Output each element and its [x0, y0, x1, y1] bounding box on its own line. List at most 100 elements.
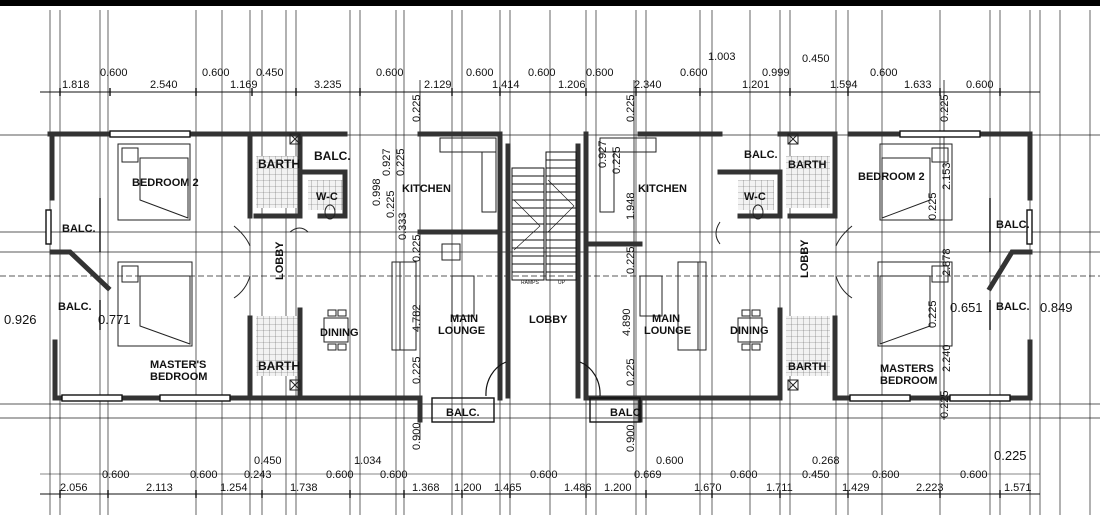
dim-bottom-row2: 0.243 [244, 469, 272, 481]
bed-master-right [877, 261, 953, 347]
dim-bottom-row1: 0.268 [812, 455, 840, 467]
dim-bottom-row3: 2.223 [916, 482, 944, 494]
dim-vertical: 0.998 [371, 178, 383, 206]
dim-bottom-row3: 1.486 [564, 482, 592, 494]
room-label-wc-right: W-C [744, 191, 766, 203]
dim-bottom-row3: 1.711 [766, 482, 793, 494]
dim-bottom-row3: 1.738 [290, 482, 318, 494]
tiled-areas [256, 156, 830, 376]
dim-bottom-row2: 0.600 [380, 469, 408, 481]
dim-bottom-row3: 1.200 [604, 482, 632, 494]
room-label-masters-left-line2: BEDROOM [150, 371, 207, 383]
dim-vertical: 0.900 [411, 422, 423, 450]
dim-vertical: 0.225 [927, 300, 939, 328]
room-label-kitchen-left: KITCHEN [402, 183, 451, 195]
dimensions-vertical: 0.225 0.927 0.225 0.998 0.225 0.333 0.22… [371, 94, 953, 452]
dim-top-row2: 0.600 [202, 67, 230, 79]
dim-side-left-inner: 0.771 [98, 312, 131, 327]
dim-bottom-row2: 0.669 [634, 469, 662, 481]
dim-bottom-row3: 1.254 [220, 482, 248, 494]
dim-bottom-row3: 2.056 [60, 482, 88, 494]
dim-bottom-row3: 1.368 [412, 482, 440, 494]
dim-top-row3: 1.818 [62, 79, 90, 91]
dim-vertical: 0.225 [939, 94, 951, 122]
dim-bottom-row2: 0.600 [872, 469, 900, 481]
room-label-masters-right-line1: MASTERS [880, 363, 934, 375]
room-label-lobby-center: LOBBY [529, 314, 568, 326]
dim-side-left: 0.926 [4, 312, 37, 327]
stair-note-ramps: RAMPS [521, 280, 539, 286]
barth-tiles-top-right [786, 156, 830, 208]
dim-vertical: 0.225 [625, 246, 637, 274]
dim-bottom-row2: 0.450 [802, 469, 830, 481]
dim-vertical: 0.225 [411, 356, 423, 384]
room-label-masters-left-line1: MASTER'S [150, 359, 206, 371]
dim-vertical: 0.225 [927, 192, 939, 220]
dim-bottom-row2: 0.600 [530, 469, 558, 481]
dim-bottom-row3: 1.465 [494, 482, 522, 494]
dim-vertical: 0.927 [597, 140, 609, 168]
dim-vertical: 0.225 [625, 358, 637, 386]
dim-top-row2: 0.600 [586, 67, 614, 79]
entrance-arcs [485, 361, 601, 397]
dim-bottom-row2: 0.600 [190, 469, 218, 481]
stair-note-up: UP [558, 280, 566, 286]
room-label-dining-left: DINING [320, 327, 359, 339]
room-label-lounge-right-line1: MAIN [652, 313, 680, 325]
dim-vertical: 1.948 [625, 192, 637, 220]
room-labels: BEDROOM 2 BEDROOM 2 MASTER'S BEDROOM MAS… [58, 149, 1030, 419]
dim-top-row3: 0.600 [966, 79, 994, 91]
barth-tiles-bottom-left [256, 316, 300, 376]
dim-bottom-row2: 0.600 [102, 469, 130, 481]
dim-bottom-row3: 1.571 [1004, 482, 1032, 494]
dim-side-right: 0.849 [1040, 300, 1073, 315]
dining-table-left [323, 317, 349, 343]
stair-flight [511, 151, 577, 281]
dimensions-bottom: 0.450 1.034 0.600 0.268 0.225 0.600 0.60… [60, 448, 1032, 494]
bed-bedroom2-right [879, 143, 953, 221]
dim-top-row3: 3.235 [314, 79, 342, 91]
dim-top-row3: 1.206 [558, 79, 586, 91]
dim-vertical: 0.225 [385, 190, 397, 218]
dim-bottom-row1: 0.600 [656, 455, 684, 467]
dim-bottom-row3: 1.429 [842, 482, 870, 494]
room-label-barth-top-left: BARTH [258, 157, 300, 171]
room-label-kitchen-right: KITCHEN [638, 183, 687, 195]
dim-top-row2: 0.600 [376, 67, 404, 79]
room-label-lounge-right-line2: LOUNGE [644, 325, 691, 337]
dim-bottom-row3: 1.670 [694, 482, 722, 494]
barth-tiles-top-left [256, 156, 300, 208]
sofa-left [391, 261, 417, 351]
dim-top-row3: 1.633 [904, 79, 932, 91]
dimension-lines [40, 80, 1040, 498]
dim-top-row3: 1.594 [830, 79, 858, 91]
bed-master-left [117, 261, 193, 347]
dim-bottom-row2: 0.600 [326, 469, 354, 481]
room-label-lounge-left-line1: MAIN [450, 313, 478, 325]
room-label-balc-bottom-center-left: BALC. [446, 407, 480, 419]
dim-vertical: 0.225 [411, 94, 423, 122]
bed-bedroom2-left [117, 143, 191, 221]
dim-bottom-row3: 2.113 [146, 482, 173, 494]
dim-top-row2: 0.600 [528, 67, 556, 79]
dim-top-row1: 0.450 [802, 53, 830, 65]
room-label-lobby-left: LOBBY [274, 241, 286, 280]
dim-bottom-row2: 0.600 [730, 469, 758, 481]
grid-lines [0, 10, 1100, 515]
dim-top-row3: 1.201 [742, 79, 770, 91]
dim-bottom-row1: 0.225 [994, 448, 1027, 463]
room-label-barth-bottom-left: BARTH [258, 359, 300, 373]
dining-table-right [737, 317, 763, 343]
top-edge-bar [0, 0, 1100, 6]
furniture [117, 133, 953, 391]
dim-vertical: 0.225 [411, 234, 423, 262]
windows-and-thin-walls [45, 130, 1033, 423]
barth-tiles-bottom-right [786, 316, 830, 376]
room-label-barth-top-right: BARTH [788, 159, 827, 171]
dim-vertical: 0.225 [625, 94, 637, 122]
room-label-masters-right-line2: BEDROOM [880, 375, 937, 387]
dim-vertical: 4.890 [621, 308, 633, 336]
dim-vertical: 2.240 [941, 344, 953, 372]
dim-top-row2: 0.600 [680, 67, 708, 79]
